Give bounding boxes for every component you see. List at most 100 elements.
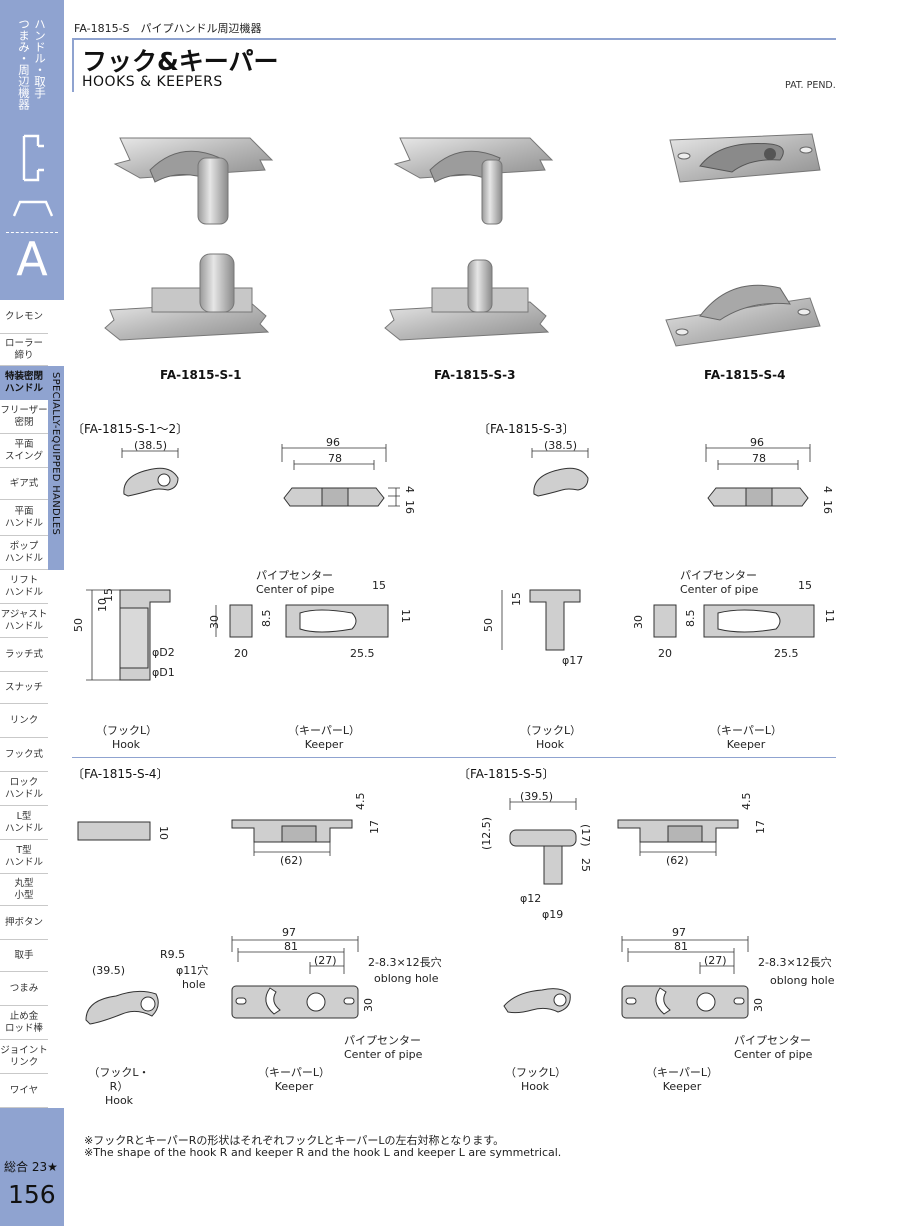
dim-4-s3: 4 <box>821 486 834 493</box>
dim-11: 11 <box>399 609 412 623</box>
sidebar-item-20[interactable]: つまみ <box>0 972 48 1006</box>
sidebar-item-line1: ジョイント <box>0 1044 48 1056</box>
dim-50-s3: 50 <box>482 618 495 632</box>
dim-25-5-s3: 25.5 <box>774 647 799 660</box>
label-keeper-s3: （キーパーL） Keeper <box>706 724 786 752</box>
dim-15-keeper-s3: 15 <box>798 579 812 592</box>
sidebar-item-label: 押ボタン <box>5 917 43 929</box>
label-keeper-s4: （キーパーL） Keeper <box>254 1066 334 1094</box>
sidebar-item-22[interactable]: ジョイントリンク <box>0 1040 48 1074</box>
sidebar-item-line2: ロッド棒 <box>4 1022 43 1034</box>
drawing-keeper-s1-front: 96 78 4 16 <box>281 436 416 514</box>
drawing-keeper-s1-plan: パイプセンター Center of pipe 30 8.5 20 25.5 15… <box>208 569 412 660</box>
dim-phi12: φ12 <box>520 892 541 905</box>
section-letter: A <box>16 232 48 286</box>
drawing-keeper-s3-front: 96 78 4 16 <box>705 436 834 514</box>
dim-4-5: 4.5 <box>354 793 367 811</box>
sidebar-item-8[interactable]: リフトハンドル <box>0 570 48 604</box>
header-rule <box>72 38 836 40</box>
sidebar-item-10[interactable]: ラッチ式 <box>0 638 48 672</box>
sidebar-item-21[interactable]: 止め金ロッド棒 <box>0 1006 48 1040</box>
section-divider <box>72 757 836 758</box>
sidebar-item-line1: ポップ <box>9 540 39 552</box>
sidebar-item-label: ポップハンドル <box>5 541 43 565</box>
dim-phi17: φ17 <box>562 654 583 667</box>
label-keeper-s5-en: Keeper <box>662 1080 702 1093</box>
dim-81-s5: 81 <box>674 940 688 953</box>
sidebar-item-9[interactable]: アジャストハンドル <box>0 604 48 638</box>
sidebar-item-11[interactable]: スナッチ <box>0 672 48 704</box>
sidebar-item-18[interactable]: 押ボタン <box>0 906 48 940</box>
sidebar-item-19[interactable]: 取手 <box>0 940 48 972</box>
dim-27: (27) <box>314 954 337 967</box>
sidebar-item-line2: ハンドル <box>4 856 43 868</box>
sidebar-item-label: クレモン <box>5 311 43 323</box>
sidebar-footer <box>0 1108 64 1226</box>
dim-11-s3: 11 <box>823 609 836 623</box>
dim-16-s3: 16 <box>821 500 834 514</box>
sidebar-item-label: ロックハンドル <box>5 777 43 801</box>
sidebar-item-line1: アジャスト <box>0 608 48 620</box>
keeper-s3-pipe-center-ja: パイプセンター <box>680 569 757 582</box>
sidebar-category-line1: ハンドル・取手 <box>33 18 47 99</box>
section-title-s3: 〔FA-1815-S-3〕 <box>478 422 575 436</box>
sidebar-item-line2: リンク <box>9 1056 39 1068</box>
hole-phi11-ja: φ11穴 <box>176 963 208 977</box>
sidebar-item-14[interactable]: ロックハンドル <box>0 772 48 806</box>
label-hook-s1: （フックL） Hook <box>96 724 157 752</box>
sidebar-item-line2: ハンドル <box>4 552 43 564</box>
dim-39-5: (39.5) <box>92 964 125 977</box>
sidebar-item-0[interactable]: クレモン <box>0 300 48 334</box>
sidebar-item-1[interactable]: ローラー締り <box>0 334 48 366</box>
sidebar-item-3[interactable]: フリーザー密閉 <box>0 400 48 434</box>
dim-38-5-s3: (38.5) <box>544 439 577 452</box>
sidebar-item-15[interactable]: L型ハンドル <box>0 806 48 840</box>
sidebar-item-13[interactable]: フック式 <box>0 738 48 772</box>
label-keeper-s3-ja: （キーパーL） <box>709 724 783 737</box>
keeper-pipe-center-ja: パイプセンター <box>256 569 333 582</box>
handle-icon <box>22 134 44 182</box>
drawing-hook-s4-side: 10 <box>77 821 170 841</box>
sidebar-item-16[interactable]: T型ハンドル <box>0 840 48 874</box>
sidebar-item-line1: スナッチ <box>4 681 43 693</box>
header-vertical-rule <box>72 38 74 92</box>
label-hook-s1-en: Hook <box>111 738 141 751</box>
label-keeper-s5: （キーパーL） Keeper <box>642 1066 722 1094</box>
sidebar-item-2[interactable]: 特装密閉ハンドル <box>0 366 48 400</box>
label-keeper-s1: （キーパーL） Keeper <box>284 724 364 752</box>
dim-15-keeper: 15 <box>372 579 386 592</box>
sidebar-item-12[interactable]: リンク <box>0 704 48 738</box>
sidebar-item-line2: ハンドル <box>4 822 43 834</box>
sidebar-item-6[interactable]: 平面ハンドル <box>0 500 48 536</box>
keeper-pipe-center-en: Center of pipe <box>256 583 335 596</box>
sidebar-item-line1: リンク <box>9 714 39 726</box>
label-keeper-s4-en: Keeper <box>274 1080 314 1093</box>
drawing-keeper-s5-plan: 97 81 (27) 2-8.3×12長穴 oblong hole 30 パイプ… <box>621 926 835 1061</box>
dim-30-s4: 30 <box>362 998 375 1012</box>
label-hook-s4-ja: （フックL・R） <box>88 1066 150 1093</box>
sidebar-item-label: ラッチ式 <box>5 649 43 661</box>
dim-78-s3: 78 <box>752 452 766 465</box>
sidebar-item-4[interactable]: 平面スイング <box>0 434 48 468</box>
label-hook-s5: （フックL） Hook <box>505 1066 567 1094</box>
sidebar-band-label: SPECIALLY-EQUIPPED HANDLES <box>50 372 61 536</box>
section-title-s4: 〔FA-1815-S-4〕 <box>72 767 169 781</box>
dim-17-s5: 17 <box>754 820 767 834</box>
keeper-s3-pipe-center-en: Center of pipe <box>680 583 759 596</box>
sidebar-item-line1: ローラー <box>4 337 43 349</box>
sidebar-item-label: 平面ハンドル <box>5 506 43 530</box>
label-hook-s5-ja: （フックL） <box>505 1066 567 1079</box>
oblong-hole-en-s5: oblong hole <box>770 974 835 987</box>
drawing-keeper-s4-plan: 97 81 (27) 2-8.3×12長穴 oblong hole 30 パイプ… <box>231 926 442 1061</box>
dim-50: 50 <box>72 618 85 632</box>
sidebar-item-line2: ハンドル <box>4 788 43 800</box>
sidebar-item-23[interactable]: ワイヤ <box>0 1074 48 1108</box>
patent-pending: PAT. PEND. <box>785 80 836 91</box>
dim-20: 20 <box>234 647 248 660</box>
sidebar-item-5[interactable]: ギア式 <box>0 468 48 500</box>
sidebar-item-17[interactable]: 丸型小型 <box>0 874 48 906</box>
sidebar-item-label: アジャストハンドル <box>1 609 48 633</box>
sidebar-item-7[interactable]: ポップハンドル <box>0 536 48 570</box>
sidebar-item-line1: ラッチ式 <box>4 648 43 660</box>
sidebar-item-label: 丸型小型 <box>14 878 33 902</box>
